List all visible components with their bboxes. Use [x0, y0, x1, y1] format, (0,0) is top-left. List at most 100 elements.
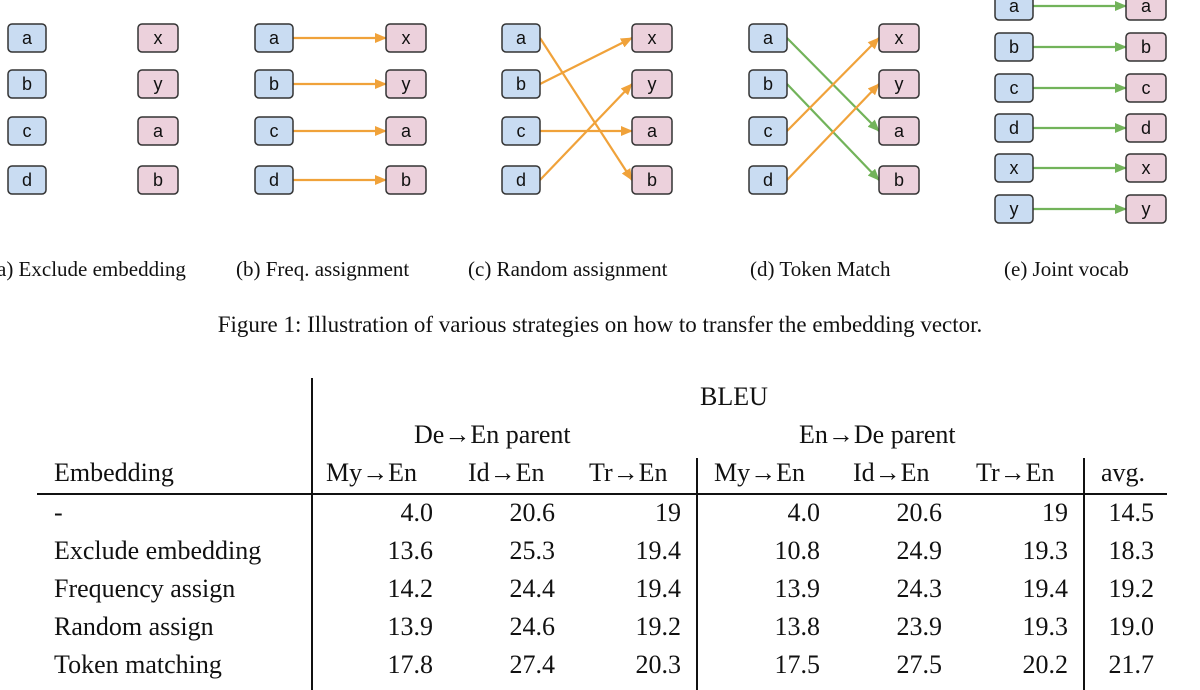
token-label: d: [269, 170, 279, 190]
source-token: a: [7, 23, 47, 53]
parent-header-de-en: De→En parent: [414, 420, 571, 449]
source-token: b: [748, 69, 788, 99]
source-token: d: [501, 165, 541, 195]
target-token: x: [631, 23, 673, 53]
target-token: b: [385, 165, 427, 195]
column-header: Id→En: [853, 458, 930, 487]
column-header: My→En: [326, 458, 417, 487]
source-token: c: [254, 116, 294, 146]
mapping-arrow: [786, 83, 880, 181]
mapping-arrow: [539, 37, 633, 181]
token-label: b: [894, 170, 904, 190]
token-label: c: [764, 121, 773, 141]
bleu-cell: 20.3: [635, 650, 682, 679]
target-token: a: [1125, 0, 1167, 21]
source-token: a: [994, 0, 1034, 21]
token-label: b: [1009, 37, 1019, 57]
target-token: b: [137, 165, 179, 195]
row-label: Random assign: [54, 612, 214, 641]
token-label: y: [402, 74, 411, 94]
target-token: y: [1125, 194, 1167, 224]
token-label: b: [22, 74, 32, 94]
subfigure-caption: (e) Joint vocab: [1004, 257, 1129, 281]
target-token: a: [631, 116, 673, 146]
table-vertical-rule: [696, 458, 698, 690]
bleu-cell: 20.6: [509, 498, 556, 527]
target-token: y: [631, 69, 673, 99]
target-token: x: [385, 23, 427, 53]
bleu-cell: 19.4: [635, 574, 682, 603]
token-label: x: [402, 28, 411, 48]
token-label: b: [153, 170, 163, 190]
token-label: y: [154, 74, 163, 94]
source-token: d: [254, 165, 294, 195]
bleu-cell: 24.3: [896, 574, 943, 603]
token-label: y: [1142, 199, 1151, 219]
token-label: c: [270, 121, 279, 141]
token-label: x: [1142, 158, 1151, 178]
bleu-cell: 27.4: [509, 650, 556, 679]
bleu-cell: 10.8: [774, 536, 821, 565]
subfigure-caption: (c) Random assignment: [468, 257, 668, 281]
target-token: x: [137, 23, 179, 53]
source-token: a: [501, 23, 541, 53]
row-label: -: [54, 498, 63, 527]
bleu-cell: 19.4: [635, 536, 682, 565]
bleu-cell: 20.6: [896, 498, 943, 527]
bleu-cell: 20.2: [1022, 650, 1069, 679]
row-label: Token matching: [54, 650, 222, 679]
token-label: c: [23, 121, 32, 141]
mapping-arrow: [539, 83, 633, 181]
bleu-cell: 19: [1042, 498, 1068, 527]
target-token: d: [1125, 113, 1167, 143]
token-label: b: [401, 170, 411, 190]
bleu-cell: 24.6: [509, 612, 556, 641]
source-token: y: [994, 194, 1034, 224]
source-token: c: [7, 116, 47, 146]
source-token: x: [994, 153, 1034, 183]
figure-caption: Figure 1: Illustration of various strate…: [217, 312, 983, 337]
table-header-rule: [37, 493, 1167, 495]
bleu-cell: 25.3: [509, 536, 556, 565]
bleu-cell: 17.8: [387, 650, 434, 679]
token-label: a: [401, 121, 412, 141]
token-label: c: [1010, 78, 1019, 98]
bleu-cell: 4.0: [400, 498, 434, 527]
token-label: x: [1010, 158, 1019, 178]
subfigure-caption: (d) Token Match: [750, 257, 891, 281]
target-token: y: [137, 69, 179, 99]
token-label: y: [895, 74, 904, 94]
token-label: a: [1009, 0, 1020, 16]
avg-cell: 21.7: [1108, 650, 1155, 679]
avg-cell: 19.0: [1108, 612, 1155, 641]
bleu-cell: 14.2: [387, 574, 434, 603]
target-token: x: [878, 23, 920, 53]
bleu-cell: 27.5: [896, 650, 943, 679]
bleu-cell: 24.4: [509, 574, 556, 603]
token-label: a: [647, 121, 658, 141]
token-label: y: [648, 74, 657, 94]
token-label: x: [895, 28, 904, 48]
token-label: d: [763, 170, 773, 190]
token-label: a: [269, 28, 280, 48]
target-token: a: [385, 116, 427, 146]
bleu-cell: 19.4: [1022, 574, 1069, 603]
source-token: d: [748, 165, 788, 195]
token-label: b: [516, 74, 526, 94]
row-label: Exclude embedding: [54, 536, 262, 565]
mapping-arrow: [786, 37, 880, 132]
target-token: b: [878, 165, 920, 195]
embedding-column-header: Embedding: [54, 458, 174, 487]
source-token: b: [994, 32, 1034, 62]
source-token: c: [994, 73, 1034, 103]
token-label: x: [154, 28, 163, 48]
column-header: avg.: [1101, 458, 1146, 487]
bleu-cell: 13.9: [387, 612, 434, 641]
avg-cell: 19.2: [1108, 574, 1155, 603]
